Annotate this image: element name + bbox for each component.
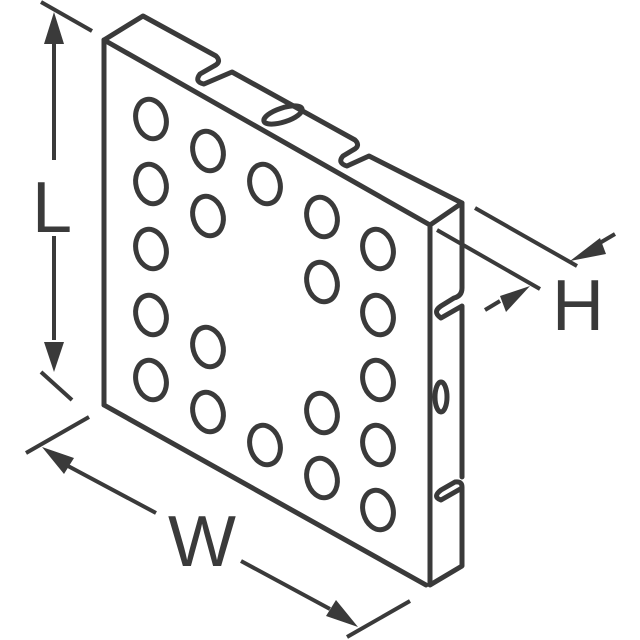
top-face [101, 13, 465, 228]
hole [133, 96, 169, 142]
hole [360, 226, 396, 272]
hole [304, 259, 340, 305]
front-face [101, 37, 433, 588]
hole-array [133, 96, 396, 533]
hole [133, 292, 169, 338]
hole [360, 422, 396, 468]
hole [190, 389, 226, 435]
hole [247, 161, 283, 207]
hole [190, 324, 226, 370]
hole [304, 194, 340, 240]
hole [304, 390, 340, 436]
arrow-right-icon [326, 600, 358, 627]
arrow-inward-top-icon [570, 238, 606, 261]
hole [304, 455, 340, 501]
arrow-inward-bottom-icon [500, 286, 530, 312]
arrow-up-icon [44, 12, 64, 44]
hole [360, 487, 396, 533]
top-slot [261, 103, 305, 127]
dimension-height [436, 206, 617, 312]
hole [133, 226, 169, 272]
hole [133, 357, 169, 403]
hole [190, 128, 226, 174]
arrow-down-icon [44, 342, 64, 372]
dimension-length [39, 0, 93, 402]
hole [247, 422, 283, 468]
side-slot [432, 379, 450, 415]
dimension-label-length: L [32, 168, 73, 248]
dimension-label-width: W [168, 502, 236, 582]
dimension-label-height: H [552, 266, 604, 346]
side-face [427, 200, 465, 588]
hole [190, 193, 226, 239]
hole [360, 357, 396, 403]
hole [360, 292, 396, 338]
arrow-left-icon [42, 447, 74, 474]
hole [133, 161, 169, 207]
dimension-width [25, 415, 411, 639]
